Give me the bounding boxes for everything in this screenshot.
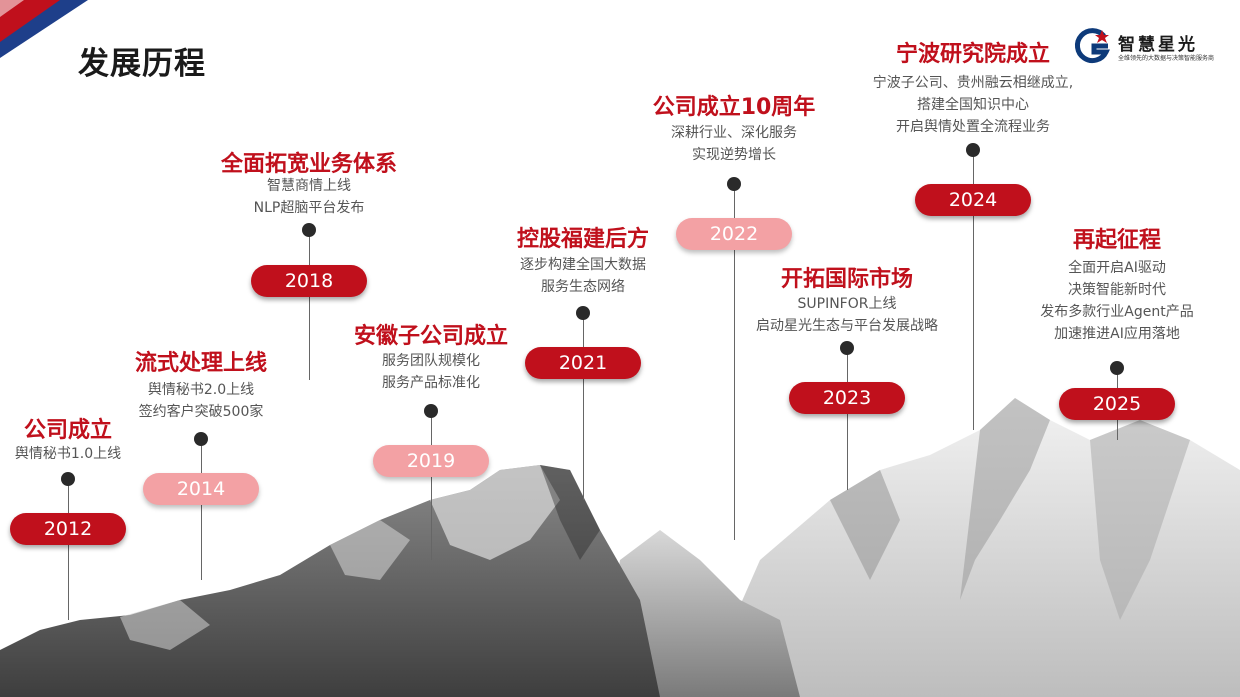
milestone-description-line: 签约客户突破500家 [138, 404, 264, 420]
timeline-dot [194, 432, 208, 446]
year-badge: 2022 [676, 218, 792, 250]
milestone-description-line: 决策智能新时代 [1067, 282, 1166, 298]
milestone-description-line: 加速推进AI应用落地 [1054, 326, 1180, 342]
milestone-description-line: 搭建全国知识中心 [916, 97, 1029, 113]
timeline-stem [734, 184, 735, 540]
brand-logo: 智慧星光 全维领先的大数据与决策智能服务商 [1072, 26, 1215, 68]
milestone-description-line: 实现逆势增长 [692, 147, 776, 163]
timeline-stem [583, 313, 584, 500]
milestone-title: 再起征程 [1072, 228, 1162, 253]
milestone-description: 服务团队规模化服务产品标准化 [382, 350, 480, 394]
milestone-description: 逐步构建全国大数据服务生态网络 [520, 254, 646, 298]
milestone-title: 安徽子公司成立 [353, 324, 509, 349]
milestone-description-line: NLP超脑平台发布 [253, 200, 365, 216]
milestone-description: 全面开启AI驱动决策智能新时代发布多款行业Agent产品加速推进AI应用落地 [1040, 257, 1193, 345]
milestone-description-line: 服务团队规模化 [382, 353, 480, 369]
year-badge: 2025 [1059, 388, 1175, 420]
timeline-stem [973, 150, 974, 430]
milestone-description-line: 服务产品标准化 [382, 375, 480, 391]
page-title: 发展历程 [78, 46, 206, 82]
year-badge: 2012 [10, 513, 126, 545]
timeline-stem [847, 348, 848, 490]
milestone-title: 公司成立10周年 [652, 95, 816, 120]
timeline-dot [61, 472, 75, 486]
milestone-title: 开拓国际市场 [780, 267, 914, 292]
year-badge: 2019 [373, 445, 489, 477]
milestone-description-line: 深耕行业、深化服务 [671, 125, 797, 141]
milestone-title: 宁波研究院成立 [895, 42, 1051, 67]
year-badge: 2014 [143, 473, 259, 505]
milestone-description-line: 全面开启AI驱动 [1068, 260, 1166, 276]
timeline-stem [309, 230, 310, 380]
brand-name: 智慧星光 [1118, 35, 1198, 55]
milestone-description-line: 启动星光生态与平台发展战略 [756, 318, 938, 334]
milestone-description-line: 发布多款行业Agent产品 [1040, 304, 1194, 320]
milestone-title: 流式处理上线 [134, 351, 268, 376]
timeline-stem [68, 479, 69, 620]
milestone-description-line: 开启舆情处置全流程业务 [895, 119, 1050, 135]
milestone-description: 深耕行业、深化服务实现逆势增长 [671, 122, 797, 166]
milestone-title: 全面拓宽业务体系 [220, 152, 398, 177]
milestone-title: 公司成立 [23, 418, 113, 443]
year-badge: 2021 [525, 347, 641, 379]
milestone-description: SUPINFOR上线启动星光生态与平台发展战略 [756, 293, 938, 337]
timeline-dot [727, 177, 741, 191]
year-badge: 2018 [251, 265, 367, 297]
timeline-stem [431, 411, 432, 560]
milestone-description: 舆情秘书1.0上线 [15, 443, 121, 465]
milestone-description-line: 智慧商情上线 [267, 178, 351, 194]
timeline-dot [302, 223, 316, 237]
milestone-description: 舆情秘书2.0上线签约客户突破500家 [139, 379, 264, 423]
milestone-description: 宁波子公司、贵州融云相继成立, 搭建全国知识中心开启舆情处置全流程业务 [873, 72, 1073, 138]
milestone-description-line: 舆情秘书1.0上线 [14, 446, 122, 462]
timeline-dot [966, 143, 980, 157]
timeline-stem [201, 439, 202, 580]
milestone-description-line: 逐步构建全国大数据 [520, 257, 646, 273]
milestone-description-line: 舆情秘书2.0上线 [147, 382, 255, 398]
brand-tagline: 全维领先的大数据与决策智能服务商 [1118, 55, 1215, 62]
milestone-description-line: SUPINFOR上线 [797, 296, 897, 312]
year-badge: 2024 [915, 184, 1031, 216]
timeline-dot [576, 306, 590, 320]
timeline-dot [1110, 361, 1124, 375]
logo-mark-icon [1075, 28, 1110, 64]
milestone-description-line: 服务生态网络 [541, 279, 625, 295]
timeline-dot [424, 404, 438, 418]
year-badge: 2023 [789, 382, 905, 414]
milestone-description-line: 宁波子公司、贵州融云相继成立, [872, 75, 1074, 91]
milestone-title: 控股福建后方 [516, 227, 650, 252]
milestone-description: 智慧商情上线 NLP超脑平台发布 [254, 175, 365, 219]
timeline-dot [840, 341, 854, 355]
corner-decoration [0, 0, 88, 58]
